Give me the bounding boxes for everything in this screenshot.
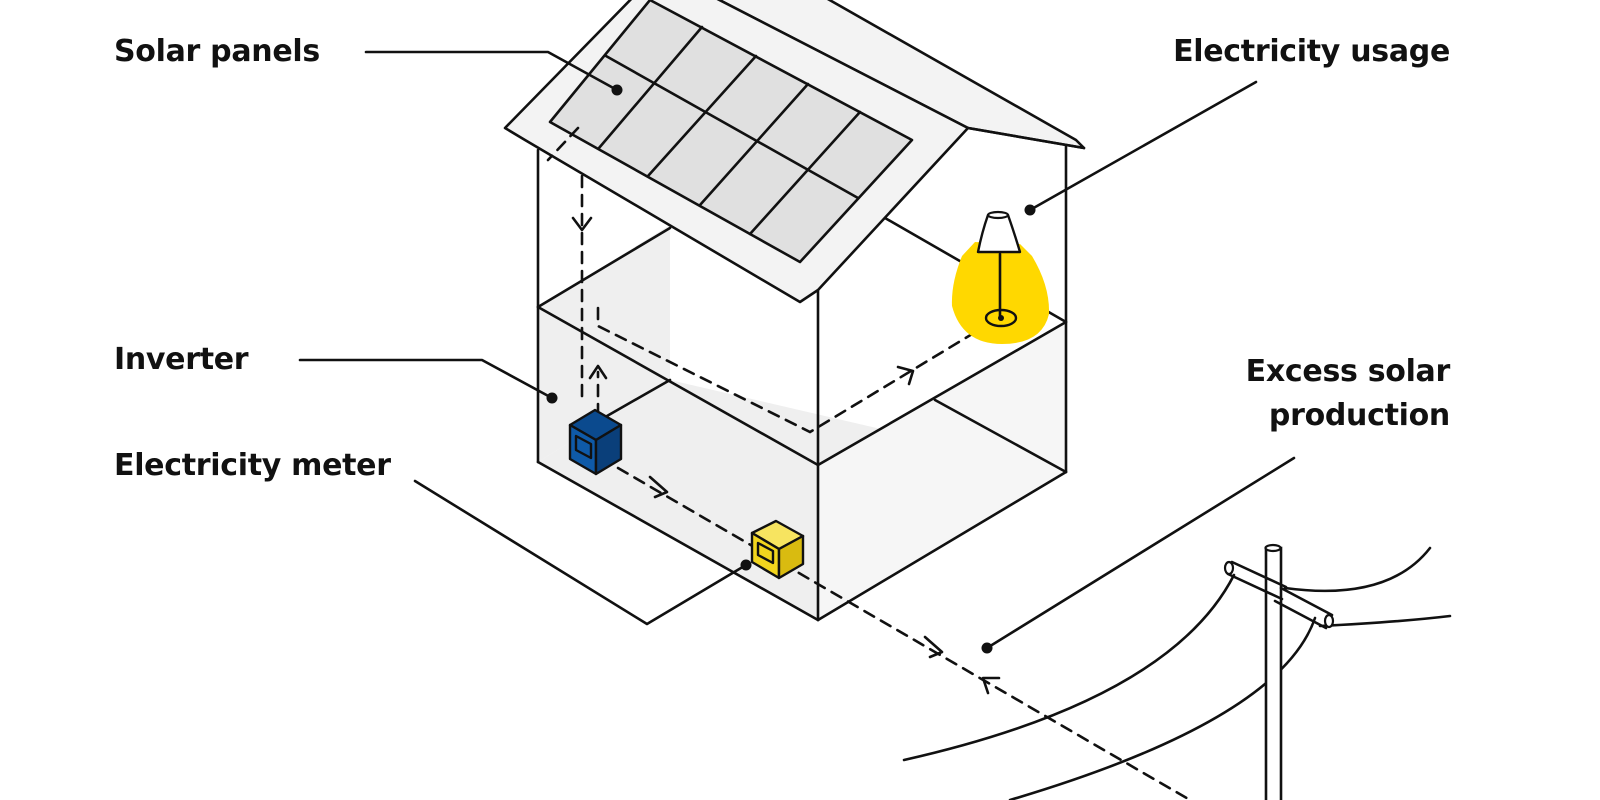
utility-pole — [902, 543, 1452, 800]
arrow-right-icon — [896, 365, 915, 386]
label-excess-solar-production: Excess solar production — [1245, 350, 1451, 438]
label-excess-line1: Excess solar — [1245, 354, 1451, 389]
excess-production-leader — [985, 456, 1296, 650]
callout-leaders — [298, 50, 1296, 654]
electricity-meter-box — [750, 519, 805, 580]
electricity-meter-leader — [413, 479, 748, 626]
arrow-right-icon — [923, 635, 944, 659]
energy-flow-lines — [546, 126, 1192, 800]
solar-panels-leader — [364, 50, 619, 92]
label-solar-panels: Solar panels — [114, 34, 320, 69]
ground-floor-right-fill — [818, 322, 1066, 620]
inverter-box — [568, 408, 623, 476]
label-electricity-usage: Electricity usage — [1173, 34, 1450, 69]
label-electricity-meter: Electricity meter — [114, 448, 391, 483]
label-excess-line2: production — [1268, 398, 1450, 433]
arrow-right-icon — [648, 475, 669, 499]
ground-floor-floor-fill — [538, 380, 1066, 620]
arrow-left-icon — [981, 676, 1001, 695]
arrow-up-icon — [588, 364, 608, 380]
solar-panel-array — [548, 0, 914, 264]
label-inverter: Inverter — [114, 342, 249, 377]
arrow-down-icon — [571, 216, 593, 232]
inverter-leader — [298, 358, 554, 400]
electricity-usage-leader — [1028, 80, 1258, 212]
lamp-icon — [951, 210, 1050, 344]
